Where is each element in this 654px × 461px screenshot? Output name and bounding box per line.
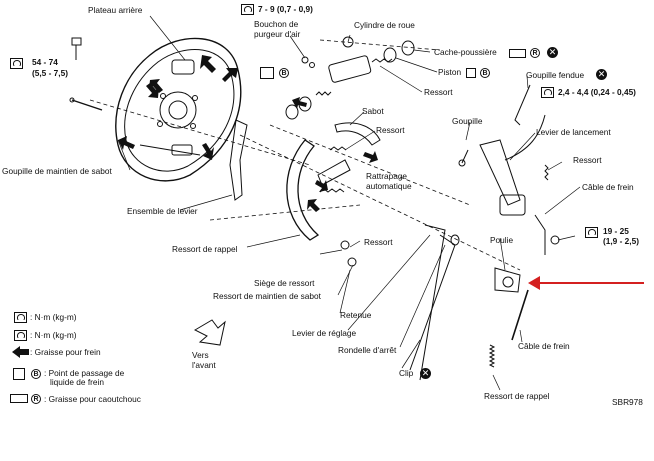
red-callout-arrow xyxy=(528,276,644,290)
label-vers-2: l'avant xyxy=(192,360,216,370)
label-rondelle: Rondelle d'arrêt xyxy=(338,345,397,355)
legend-nm-2: : N·m (kg-m) xyxy=(30,330,77,340)
label-siege: Siège de ressort xyxy=(254,278,315,288)
label-cable-1: Câble de frein xyxy=(582,182,634,192)
brake-fluid-icon xyxy=(466,68,476,78)
torque-wrench-icon xyxy=(10,58,23,69)
label-goupille-maintien: Goupille de maintien de sabot xyxy=(2,166,112,176)
brake-fluid-b-icon: B xyxy=(480,68,490,78)
rubber-grease-icon xyxy=(10,394,28,403)
legend-graisse-caoutchouc: : Graisse pour caoutchouc xyxy=(44,394,141,404)
brake-fluid-icon xyxy=(13,368,25,380)
label-clip: Clip xyxy=(399,368,414,378)
do-not-reuse-icon: ✕ xyxy=(596,69,607,80)
label-torque-right-1: 19 - 25 xyxy=(603,226,629,236)
grease-arrows xyxy=(118,55,378,212)
front-direction-arrow xyxy=(193,319,226,346)
torque-wrench-icon xyxy=(14,312,27,323)
rubber-grease-icon xyxy=(509,49,526,58)
legend-graisse-frein: : Graisse pour frein xyxy=(30,347,101,357)
brake-fluid-icon xyxy=(260,67,274,79)
brake-fluid-b-icon: B xyxy=(279,68,289,78)
label-ressort-4: Ressort xyxy=(364,237,393,247)
label-torque-right-2: (1,9 - 2,5) xyxy=(603,236,639,246)
wheel-cylinder xyxy=(285,36,415,120)
label-cylindre: Cylindre de roue xyxy=(354,20,415,30)
label-ressort-rappel-2: Ressort de rappel xyxy=(484,391,550,401)
label-plateau-arriere: Plateau arrière xyxy=(88,5,143,15)
parking-lever-assembly xyxy=(409,84,560,381)
label-torque-top: 7 - 9 (0,7 - 0,9) xyxy=(258,4,313,14)
label-levier-lancement: Levier de lancement xyxy=(536,127,611,137)
label-vers-1: Vers xyxy=(192,350,209,360)
label-ressort-maintien: Ressort de maintien de sabot xyxy=(213,291,321,301)
label-levier-reglage: Levier de réglage xyxy=(292,328,357,338)
label-poulie: Poulie xyxy=(490,235,514,245)
grease-arrow-icon xyxy=(12,346,29,358)
leader-lines xyxy=(117,15,581,391)
label-ressort-3: Ressort xyxy=(573,155,602,165)
torque-wrench-icon xyxy=(541,87,554,98)
label-torque-mid: 2,4 - 4,4 (0,24 - 0,45) xyxy=(558,87,636,97)
legend-nm-1: : N·m (kg-m) xyxy=(30,312,77,322)
label-piston: Piston xyxy=(438,67,462,77)
label-ressort-2: Ressort xyxy=(376,125,405,135)
label-reference: SBR978 xyxy=(612,397,643,407)
brake-fluid-b-icon: B xyxy=(31,369,41,379)
label-retenue: Retenue xyxy=(340,310,372,320)
brake-shoe xyxy=(286,122,381,267)
label-cable-2: Câble de frein xyxy=(518,341,570,351)
label-cache-poussiere: Cache-poussière xyxy=(434,47,497,57)
label-torque-left-1: 54 - 74 xyxy=(32,57,58,67)
label-rattrapage-2: automatique xyxy=(366,181,412,191)
label-sabot: Sabot xyxy=(362,106,384,116)
torque-wrench-icon xyxy=(14,330,27,341)
label-bouchon-2: purgeur d'air xyxy=(254,29,301,39)
legend-point-2: liquide de frein xyxy=(50,377,104,387)
torque-wrench-icon xyxy=(241,4,254,15)
legend-point-1: : Point de passage de xyxy=(44,368,125,378)
backing-plate xyxy=(115,37,242,182)
label-ensemble-levier: Ensemble de levier xyxy=(127,206,198,216)
label-rattrapage-1: Rattrapage xyxy=(366,171,408,181)
do-not-reuse-icon: ✕ xyxy=(420,368,431,379)
label-bouchon-1: Bouchon de xyxy=(254,19,299,29)
label-torque-left-2: (5,5 - 7,5) xyxy=(32,68,68,78)
rubber-grease-r-icon: R xyxy=(530,48,540,58)
rubber-grease-r-icon: R xyxy=(31,394,41,404)
label-goupille: Goupille xyxy=(452,116,483,126)
axis-lines xyxy=(89,39,521,271)
do-not-reuse-icon: ✕ xyxy=(547,47,558,58)
torque-wrench-icon xyxy=(585,227,598,238)
label-ressort-rappel-1: Ressort de rappel xyxy=(172,244,238,254)
label-goupille-fendue: Goupille fendue xyxy=(526,70,585,80)
label-ressort-1: Ressort xyxy=(424,87,453,97)
